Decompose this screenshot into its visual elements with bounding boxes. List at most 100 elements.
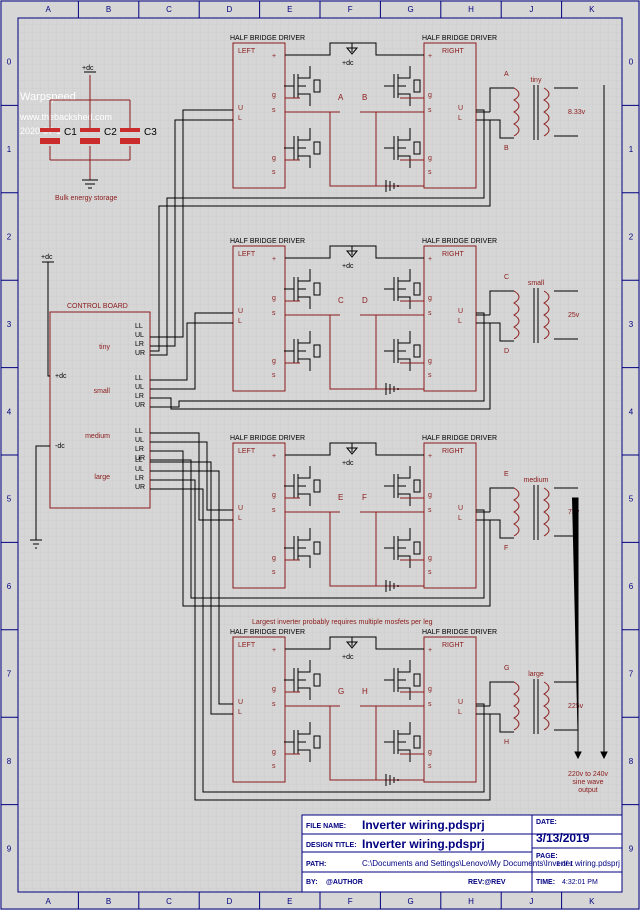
transformer-large-voltage: 225v xyxy=(568,703,584,710)
left-pin-2: s xyxy=(272,701,276,708)
mosfet-diode-2 xyxy=(413,673,421,687)
mosfet-1 xyxy=(284,128,311,168)
left-pin-2: s xyxy=(272,107,276,114)
transformer-secondary xyxy=(543,487,550,537)
output-label-line3: output xyxy=(578,787,598,794)
border-row-right-1: 1 xyxy=(629,145,634,154)
xfmr-node-G: G xyxy=(504,665,509,672)
border-col-top-7: H xyxy=(468,5,474,14)
control-pin-small-ur: UR xyxy=(135,402,145,409)
border-col-bottom-5: F xyxy=(348,897,353,906)
stage-dc-label: +dc xyxy=(342,60,354,67)
border-row-left-1: 1 xyxy=(7,145,12,154)
transformer-tiny-voltage: 8.33v xyxy=(568,109,586,116)
cap-c2-plate-bottom xyxy=(80,138,100,144)
right-pin-2: s xyxy=(428,107,432,114)
ground-symbol xyxy=(385,580,399,592)
control-supply-label: +dc xyxy=(41,254,53,261)
mosfet-diode-2 xyxy=(413,282,421,296)
right-driver-label: RIGHT xyxy=(442,48,465,55)
border-row-right-0: 0 xyxy=(629,58,634,67)
border-row-left-9: 9 xyxy=(7,844,12,853)
left-driver-title: HALF BRIDGE DRIVER xyxy=(230,435,305,442)
border-row-right-9: 9 xyxy=(629,844,634,853)
cap-c1-label: C1 xyxy=(64,127,77,138)
right-driver-title: HALF BRIDGE DRIVER xyxy=(422,238,497,245)
tb-path-label: PATH: xyxy=(306,861,326,868)
cap-c3-plate-bottom xyxy=(120,138,140,144)
control-pin-medium-ul: UL xyxy=(135,437,144,444)
mosfet-diode-1 xyxy=(313,541,321,555)
node-A: A xyxy=(338,93,344,102)
right-l: L xyxy=(458,115,462,122)
stage-dc-label: +dc xyxy=(342,263,354,270)
mosfet-diode-0 xyxy=(313,282,321,296)
node-D: D xyxy=(362,296,368,305)
left-u: U xyxy=(238,505,243,512)
border-col-bottom-1: B xyxy=(106,897,111,906)
border-col-top-6: G xyxy=(407,5,413,14)
control-pin-medium-ur: UR xyxy=(135,455,145,462)
xfmr-node-C: C xyxy=(504,274,509,281)
right-pin-3: g xyxy=(428,555,432,562)
transformer-small-voltage: 25v xyxy=(568,312,580,319)
mosfet-2 xyxy=(384,66,411,106)
control-pin-tiny-ll: LL xyxy=(135,323,143,330)
left-pin-0: + xyxy=(272,256,276,263)
mosfet-diode-0 xyxy=(313,79,321,93)
left-l: L xyxy=(238,709,242,716)
tb-design-title: Inverter wiring.pdsprj xyxy=(362,837,485,851)
left-pin-0: + xyxy=(272,453,276,460)
control-board: CONTROL BOARD +dc +dc -dc tinyLLULLRURsm… xyxy=(30,254,151,549)
left-driver-title: HALF BRIDGE DRIVER xyxy=(230,35,305,42)
title-block: FILE NAME: DESIGN TITLE: PATH: BY: DATE:… xyxy=(301,814,623,893)
border-row-left-3: 3 xyxy=(7,320,12,329)
tb-page-label: PAGE: xyxy=(536,853,558,860)
control-wires xyxy=(150,432,491,607)
watermark-name: Warpspeed xyxy=(20,91,76,103)
border-col-top-9: K xyxy=(589,5,595,14)
border-row-left-4: 4 xyxy=(7,407,12,416)
xfmr-node-A: A xyxy=(504,71,509,78)
border-row-right-4: 4 xyxy=(629,407,634,416)
border-row-left-5: 5 xyxy=(7,495,12,504)
ground-symbol xyxy=(385,383,399,395)
mosfet-diode-1 xyxy=(313,344,321,358)
border-row-right-5: 5 xyxy=(629,495,634,504)
dc-rail xyxy=(285,442,424,456)
xfmr-node-D: D xyxy=(504,348,509,355)
right-pin-2: s xyxy=(428,507,432,514)
border-col-bottom-0: A xyxy=(46,897,52,906)
mosfet-0 xyxy=(284,660,311,700)
right-u: U xyxy=(458,505,463,512)
mosfet-diode-0 xyxy=(313,673,321,687)
dc-rail xyxy=(285,245,424,259)
right-driver-box xyxy=(423,245,477,392)
tb-rev: REV:@REV xyxy=(468,879,506,886)
bulk-energy-storage: +dc C1 C2 C3 Bulk energy storage xyxy=(40,65,157,202)
mosfet-1 xyxy=(284,331,311,371)
left-driver-box xyxy=(232,442,286,589)
mosfet-diode-3 xyxy=(413,735,421,749)
right-driver-title: HALF BRIDGE DRIVER xyxy=(422,435,497,442)
mosfet-diode-3 xyxy=(413,141,421,155)
left-driver-title: HALF BRIDGE DRIVER xyxy=(230,238,305,245)
border-col-top-0: A xyxy=(46,5,52,14)
left-l: L xyxy=(238,115,242,122)
control-pin-large-lr: LR xyxy=(135,475,144,482)
right-pin-2: s xyxy=(428,310,432,317)
border-col-top-4: E xyxy=(287,5,292,14)
border-row-right-6: 6 xyxy=(629,582,634,591)
mosfet-diode-3 xyxy=(413,344,421,358)
transformer-secondary xyxy=(543,681,550,731)
transformer-core xyxy=(533,288,539,343)
border-row-left-8: 8 xyxy=(7,757,12,766)
control-pin-medium-ll: LL xyxy=(135,428,143,435)
left-pin-2: s xyxy=(272,507,276,514)
right-pin-3: g xyxy=(428,155,432,162)
right-l: L xyxy=(458,709,462,716)
right-pin-0: + xyxy=(428,53,432,60)
